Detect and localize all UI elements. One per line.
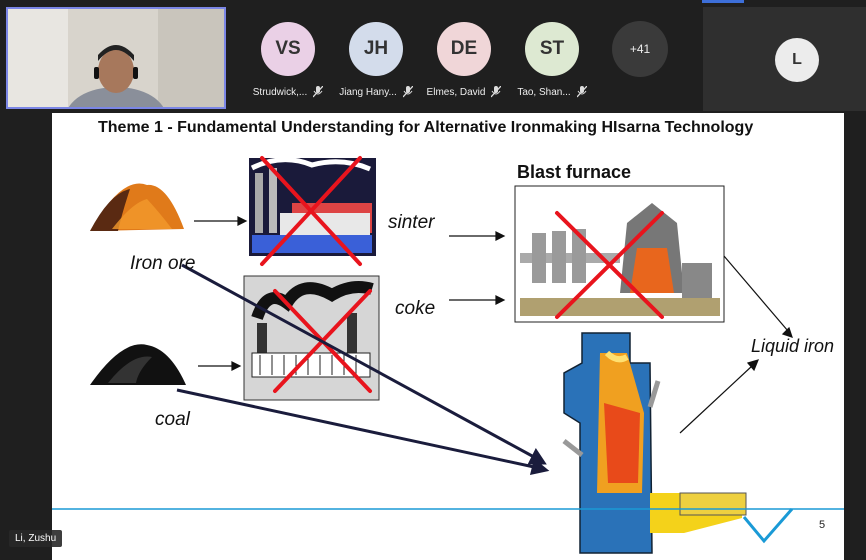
participant-tile[interactable]: VS Strudwick,... bbox=[238, 22, 338, 98]
presenter-name-tag: Li, Zushu bbox=[9, 530, 63, 547]
avatar: DE bbox=[437, 22, 491, 76]
participant-tile-l[interactable]: L bbox=[703, 7, 866, 111]
avatar: JH bbox=[349, 22, 403, 76]
liquid-iron-label: Liquid iron bbox=[751, 336, 835, 356]
mic-muted-icon bbox=[402, 86, 413, 98]
avatar: VS bbox=[261, 22, 315, 76]
coal-label: coal bbox=[155, 409, 190, 430]
cross-out-icon bbox=[260, 156, 664, 393]
sinter-plant-image bbox=[249, 157, 376, 256]
chevron-logo-icon bbox=[742, 508, 794, 544]
coke-label: coke bbox=[395, 298, 436, 319]
participant-tile[interactable]: JH Jiang Hany... bbox=[326, 22, 426, 98]
iron-ore-label: Iron ore bbox=[130, 253, 196, 274]
mic-muted-icon bbox=[313, 86, 324, 98]
iron-ore-pile-icon bbox=[90, 183, 184, 231]
participant-name: Tao, Shan... bbox=[517, 86, 571, 98]
mic-muted-icon bbox=[576, 86, 587, 98]
avatar: ST bbox=[525, 22, 579, 76]
blast-furnace-diagram bbox=[514, 185, 725, 323]
mic-muted-icon bbox=[491, 86, 502, 98]
presenter-video bbox=[8, 9, 224, 107]
slide-page-number: 5 bbox=[819, 519, 826, 531]
flow-arrows bbox=[194, 216, 793, 434]
coal-pile-icon bbox=[90, 344, 186, 385]
feed-arrows bbox=[176, 263, 550, 475]
participant-name: Jiang Hany... bbox=[339, 86, 397, 98]
participant-name: Elmes, David bbox=[426, 86, 486, 98]
slide-graphics bbox=[52, 156, 844, 554]
shared-slide: Theme 1 - Fundamental Understanding for … bbox=[52, 113, 844, 560]
participant-name: Strudwick,... bbox=[252, 86, 308, 98]
sinter-label: sinter bbox=[388, 212, 435, 233]
blast-furnace-label: Blast furnace bbox=[517, 162, 632, 182]
hisarna-reactor-image bbox=[562, 332, 747, 554]
avatar: L bbox=[775, 38, 819, 82]
self-video-tile[interactable] bbox=[6, 7, 226, 109]
slide-title: Theme 1 - Fundamental Understanding for … bbox=[98, 119, 754, 136]
participant-tile[interactable]: ST Tao, Shan... bbox=[502, 22, 602, 98]
more-participants-button[interactable]: +41 bbox=[612, 21, 668, 77]
participant-tile[interactable]: DE Elmes, David bbox=[414, 22, 514, 98]
active-speaker-bar bbox=[702, 0, 744, 3]
